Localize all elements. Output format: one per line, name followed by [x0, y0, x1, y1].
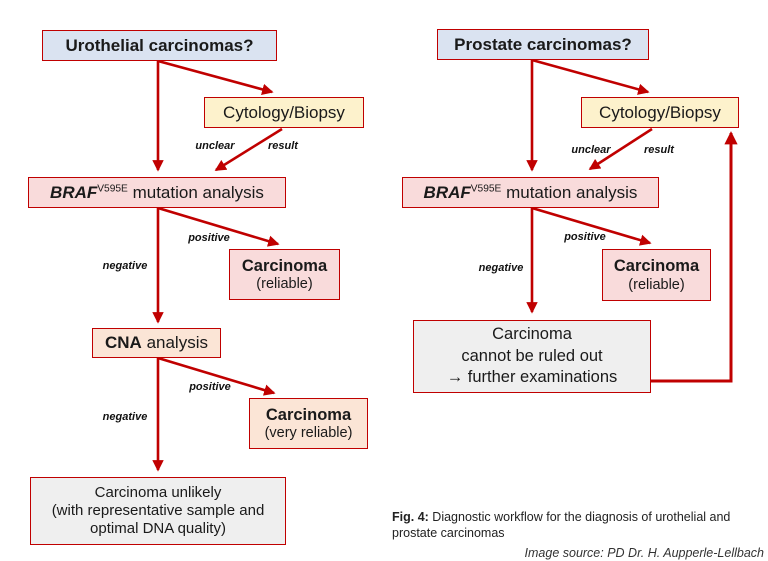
urothelial-carcinomas-box: Urothelial carcinomas? — [42, 30, 277, 61]
carcinoma-reliable-title-right: Carcinoma — [613, 257, 700, 276]
carcinoma-very-reliable-box: Carcinoma (very reliable) — [249, 398, 368, 449]
urothelial-title: Urothelial carcinomas? — [65, 35, 254, 55]
carcinoma-very-reliable-title: Carcinoma — [265, 405, 352, 424]
unlikely-line1: Carcinoma unlikely — [94, 483, 222, 501]
arrow-urothelial-to-cytology — [157, 59, 274, 95]
prostate-carcinomas-box: Prostate carcinomas? — [437, 29, 649, 60]
unclear-label-left: unclear — [195, 140, 235, 152]
unlikely-line3: optimal DNA quality) — [90, 520, 226, 538]
braf-box-text-right: BRAFV595E mutation analysis — [423, 182, 638, 202]
carcinoma-reliable-sub-left: (reliable) — [256, 276, 313, 293]
carcinoma-reliable-box-left: Carcinoma (reliable) — [229, 249, 340, 300]
figure-number: Fig. 4: — [392, 510, 429, 524]
braf-analysis-box-left: BRAFV595E mutation analysis — [28, 177, 286, 208]
cytology-label-left: Cytology/Biopsy — [223, 102, 345, 122]
ruled-out-line3: → further examinations — [446, 368, 618, 387]
braf-box-text-left: BRAFV595E mutation analysis — [50, 182, 264, 202]
carcinoma-very-reliable-sub: (very reliable) — [264, 425, 353, 442]
carcinoma-reliable-box-right: Carcinoma (reliable) — [602, 249, 711, 301]
carcinoma-reliable-sub-right: (reliable) — [628, 276, 685, 293]
figure-caption: Fig. 4: Diagnostic workflow for the diag… — [392, 509, 764, 561]
unclear-label-right: unclear — [571, 144, 611, 156]
arrow-prostate-to-cytology — [531, 58, 650, 95]
unlikely-line2: (with representative sample and — [51, 501, 265, 519]
negative-label-left-1: negative — [102, 260, 148, 272]
positive-label-right: positive — [564, 231, 606, 243]
carcinoma-reliable-title-left: Carcinoma — [241, 256, 328, 275]
carcinoma-ruled-out-box: Carcinoma cannot be ruled out → further … — [413, 320, 651, 393]
positive-label-left-2: positive — [189, 381, 231, 393]
negative-label-left-2: negative — [102, 411, 148, 423]
ruled-out-line2: cannot be ruled out — [461, 346, 603, 365]
positive-label-left-1: positive — [188, 232, 230, 244]
cna-analysis-box: CNA analysis — [92, 328, 221, 358]
cytology-biopsy-box-right: Cytology/Biopsy — [581, 97, 739, 128]
prostate-title: Prostate carcinomas? — [454, 34, 632, 54]
cytology-label-right: Cytology/Biopsy — [599, 102, 721, 122]
negative-label-right: negative — [478, 262, 524, 274]
carcinoma-unlikely-box: Carcinoma unlikely (with representative … — [30, 477, 286, 545]
result-label-right: result — [644, 144, 674, 156]
image-source-credit: Image source: PD Dr. H. Aupperle-Lellbac… — [524, 545, 764, 560]
ruled-out-line1: Carcinoma — [492, 325, 572, 344]
cna-box-text: CNA analysis — [105, 333, 208, 353]
braf-analysis-box-right: BRAFV595E mutation analysis — [402, 177, 659, 208]
result-label-left: result — [268, 140, 298, 152]
figure-caption-text: Diagnostic workflow for the diagnosis of… — [392, 510, 731, 541]
cytology-biopsy-box-left: Cytology/Biopsy — [204, 97, 364, 128]
